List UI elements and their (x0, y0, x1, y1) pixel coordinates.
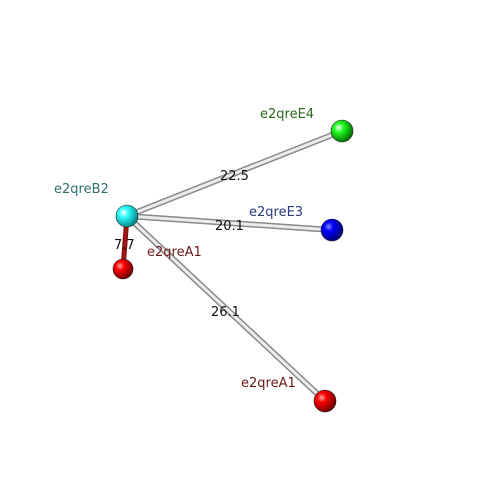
atom-label: e2qreA1 (147, 245, 202, 260)
nodes-layer (112, 119, 354, 413)
edge-core (125, 214, 334, 232)
edges-layer (120, 128, 345, 404)
distance-label: 22.5 (220, 169, 249, 184)
atom-sphere-E3[interactable] (320, 218, 344, 242)
atom-label: e2qreA1 (241, 376, 296, 391)
labels-layer: 22.5 20.1 26.1 7.7 e2qreB2 e2qreE4 e2qreE3 e2qr… (54, 107, 314, 391)
distance-label: 7.7 (114, 238, 135, 253)
atom-sphere-A1b[interactable] (313, 389, 337, 413)
atom-sphere-B2[interactable] (115, 204, 139, 228)
atom-sphere-E4[interactable] (330, 119, 354, 143)
edge-B2-E3 (124, 213, 335, 233)
distance-label: 26.1 (211, 305, 240, 320)
atom-sphere-A1a[interactable] (112, 258, 134, 280)
atom-label: e2qreE4 (260, 107, 314, 122)
edge-core (125, 129, 344, 218)
distance-label: 20.1 (215, 219, 244, 234)
edge-B2-A1b (124, 213, 328, 404)
edge-core (125, 214, 327, 403)
edge-B2-E4 (124, 128, 345, 219)
atom-label: e2qreE3 (249, 205, 303, 220)
atom-label: e2qreB2 (54, 182, 109, 197)
